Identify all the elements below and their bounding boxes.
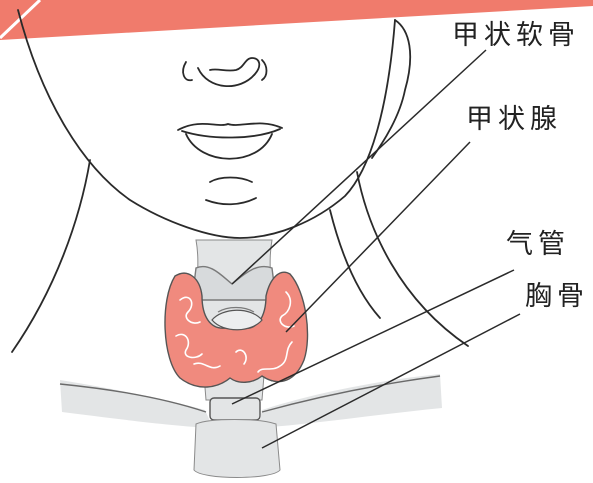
- label-trachea: 气管: [506, 231, 570, 258]
- label-sternum: 胸骨: [525, 283, 589, 310]
- label-thyroid-gland: 甲状腺: [466, 106, 562, 133]
- label-thyroid-cartilage: 甲状软骨: [452, 22, 580, 49]
- sternum-shape: [194, 420, 280, 478]
